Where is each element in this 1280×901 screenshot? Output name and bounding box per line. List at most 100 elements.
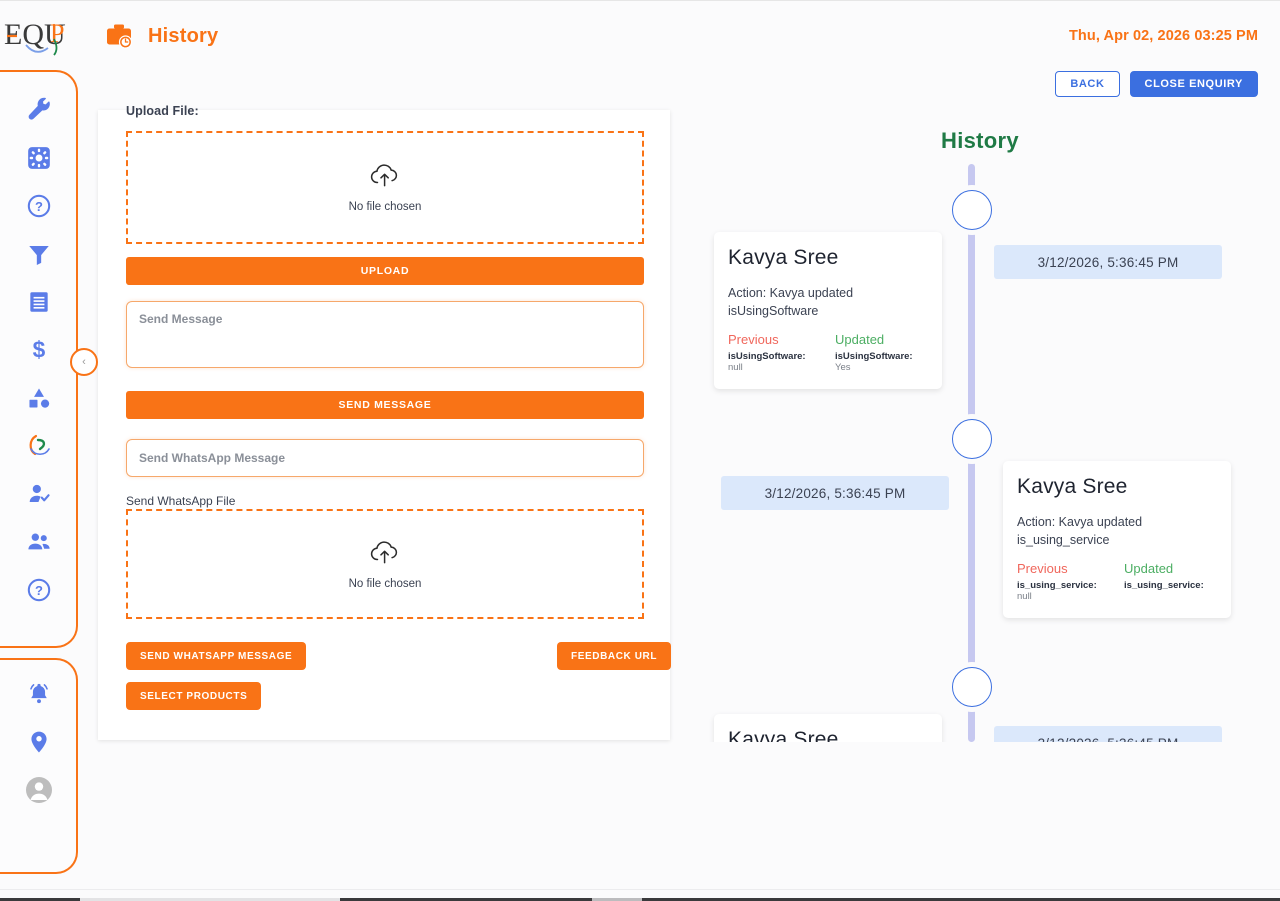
history-card-name: Kavya Sree <box>728 728 839 742</box>
cloud-upload-icon <box>368 539 402 572</box>
wrench-icon <box>26 97 52 123</box>
users-group-icon <box>26 529 52 555</box>
send-whatsapp-file-label: Send WhatsApp File <box>126 494 236 508</box>
history-card-name: Kavya Sree <box>1017 475 1128 498</box>
sidebar-item-teams[interactable] <box>0 518 78 566</box>
history-previous-column: Previous isUsingSoftware: null <box>728 332 821 373</box>
timeline-node <box>952 190 992 230</box>
history-date-badge: 3/12/2026, 5:36:45 PM <box>721 476 949 510</box>
avatar-icon <box>24 775 54 805</box>
header-action-buttons: BACK CLOSE ENQUIRY <box>1055 71 1258 97</box>
previous-heading: Previous <box>1017 561 1068 577</box>
location-pin-icon <box>26 729 52 755</box>
updated-key: isUsingSoftware: <box>835 351 913 363</box>
back-button[interactable]: BACK <box>1055 71 1120 97</box>
send-message-button[interactable]: SEND MESSAGE <box>126 391 644 419</box>
history-title: History <box>941 128 1019 153</box>
bell-icon <box>26 681 52 707</box>
history-updated-column: Updated is_using_service: <box>1124 561 1217 602</box>
dollar-icon: $ <box>26 337 52 363</box>
select-products-button[interactable]: SELECT PRODUCTS <box>126 682 262 710</box>
feedback-url-button[interactable]: FEEDBACK URL <box>557 642 672 670</box>
funnel-filter-icon <box>26 241 52 267</box>
previous-value: is_using_service: null <box>1017 580 1110 602</box>
history-card-diff: Previous isUsingSoftware: null Updated i… <box>728 332 928 373</box>
sidebar-rail-bottom <box>0 658 78 874</box>
timeline-node <box>952 667 992 707</box>
history-card[interactable]: Kavya Sree Action: Kavya updated is_usin… <box>1003 461 1231 619</box>
timeline-node <box>952 419 992 459</box>
history-card-action: Action: Kavya updated isUsingSoftware <box>728 286 854 319</box>
sidebar-rail-top: ? $ <box>0 70 78 648</box>
horizontal-scrollbar[interactable] <box>0 890 1280 901</box>
updated-val: Yes <box>835 362 851 374</box>
history-card-diff: Previous is_using_service: null Updated … <box>1017 561 1217 602</box>
svg-text:$: $ <box>33 337 46 363</box>
sidebar-item-support[interactable]: ? <box>0 566 78 614</box>
previous-value: isUsingSoftware: null <box>728 351 821 373</box>
history-card-action: Action: Kavya updated is_using_service <box>1017 515 1143 548</box>
updated-value: is_using_service: <box>1124 580 1217 591</box>
page-title: History <box>148 24 219 47</box>
send-whatsapp-message-input[interactable] <box>126 439 644 477</box>
sidebar-item-location[interactable] <box>0 718 78 766</box>
previous-key: isUsingSoftware: <box>728 351 806 363</box>
whatsapp-dropzone-text: No file chosen <box>348 577 422 590</box>
user-check-icon <box>26 481 52 507</box>
svg-text:?: ? <box>35 583 43 598</box>
send-message-input[interactable] <box>126 301 644 368</box>
equp-logo-svg: EQU P <box>4 18 66 56</box>
whatsapp-file-dropzone[interactable]: No file chosen <box>126 509 644 619</box>
history-timeline: History Kavya Sree Action: Kavya updated… <box>690 118 1270 742</box>
sidebar-item-contacts[interactable] <box>0 470 78 518</box>
sidebar-collapse-button[interactable]: ‹ <box>70 348 98 376</box>
send-whatsapp-message-button[interactable]: SEND WHATSAPP MESSAGE <box>126 642 307 670</box>
previous-key: is_using_service: <box>1017 580 1097 592</box>
svg-text:?: ? <box>35 199 43 214</box>
scrollbar-thumb-secondary[interactable] <box>592 898 642 901</box>
upload-dropzone-text: No file chosen <box>348 201 422 213</box>
sidebar-item-tools[interactable] <box>0 86 78 134</box>
upload-file-label: Upload File: <box>126 104 199 118</box>
upload-file-dropzone[interactable]: No file chosen <box>126 131 644 244</box>
sidebar-item-payments[interactable]: $ <box>0 326 78 374</box>
sidebar-item-profile[interactable] <box>0 766 78 814</box>
shapes-icon <box>26 385 52 411</box>
updated-heading: Updated <box>835 332 885 348</box>
sidebar-item-invoices[interactable] <box>0 278 78 326</box>
sidebar-item-help[interactable]: ? <box>0 182 78 230</box>
svg-text:P: P <box>50 19 64 48</box>
chevron-left-icon: ‹ <box>82 356 86 368</box>
sidebar-item-products[interactable] <box>0 374 78 422</box>
top-header-bar: EQU P History Thu, Apr 02, 2026 03:25 PM <box>0 0 1280 70</box>
equp-logo[interactable]: EQU P <box>4 17 84 59</box>
sidebar-item-settings[interactable] <box>0 134 78 182</box>
settings-gear-icon <box>26 145 52 171</box>
updated-heading: Updated <box>1124 561 1174 577</box>
sidebar-item-filter[interactable] <box>0 230 78 278</box>
updated-value: isUsingSoftware: Yes <box>835 351 928 373</box>
history-card[interactable]: Kavya Sree <box>714 714 942 742</box>
history-previous-column: Previous is_using_service: null <box>1017 561 1110 602</box>
history-card-name: Kavya Sree <box>728 246 839 269</box>
header-datetime: Thu, Apr 02, 2026 03:25 PM <box>1068 28 1258 44</box>
briefcase-clock-icon <box>104 21 134 51</box>
question-circle-icon: ? <box>26 193 52 219</box>
upload-button[interactable]: UPLOAD <box>126 257 644 285</box>
history-date-badge: 3/12/2026, 5:36:45 PM <box>994 726 1222 742</box>
updated-key: is_using_service: <box>1124 580 1204 592</box>
question-circle-icon: ? <box>26 577 52 603</box>
receipt-icon <box>26 289 52 315</box>
previous-val: null <box>728 362 743 374</box>
close-enquiry-button[interactable]: CLOSE ENQUIRY <box>1129 71 1258 97</box>
scrollbar-thumb[interactable] <box>80 898 340 901</box>
page-bottom-divider <box>0 889 1280 890</box>
cloud-upload-icon <box>368 162 402 195</box>
sidebar-item-notifications[interactable] <box>0 670 78 718</box>
history-card[interactable]: Kavya Sree Action: Kavya updated isUsing… <box>714 232 942 390</box>
previous-heading: Previous <box>728 332 779 348</box>
history-date-badge: 3/12/2026, 5:36:45 PM <box>994 245 1222 279</box>
sidebar-item-equp[interactable] <box>0 422 78 470</box>
page-title-group: History <box>104 21 218 51</box>
previous-val: null <box>1017 591 1032 603</box>
